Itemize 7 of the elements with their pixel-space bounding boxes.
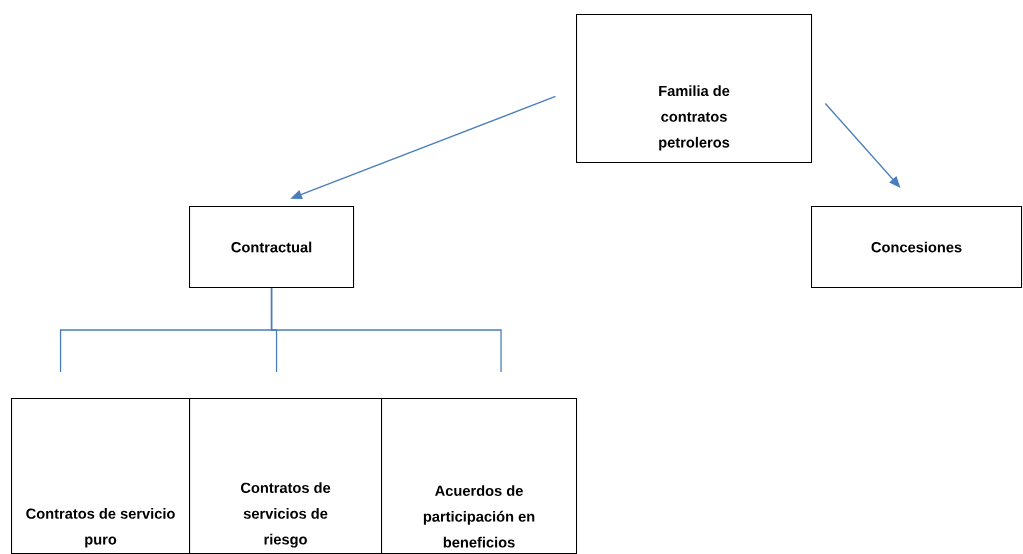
box: Familia de contratos petroleros [576, 14, 813, 164]
box: Contratos de servicios de riesgo [189, 398, 383, 554]
box: Concesiones [811, 206, 1023, 289]
box: Contratos de servicio puro [11, 398, 191, 554]
connector-line [270, 287, 502, 373]
box: Contractual [189, 206, 355, 289]
box: Acuerdos de participación en beneficios [381, 398, 578, 554]
